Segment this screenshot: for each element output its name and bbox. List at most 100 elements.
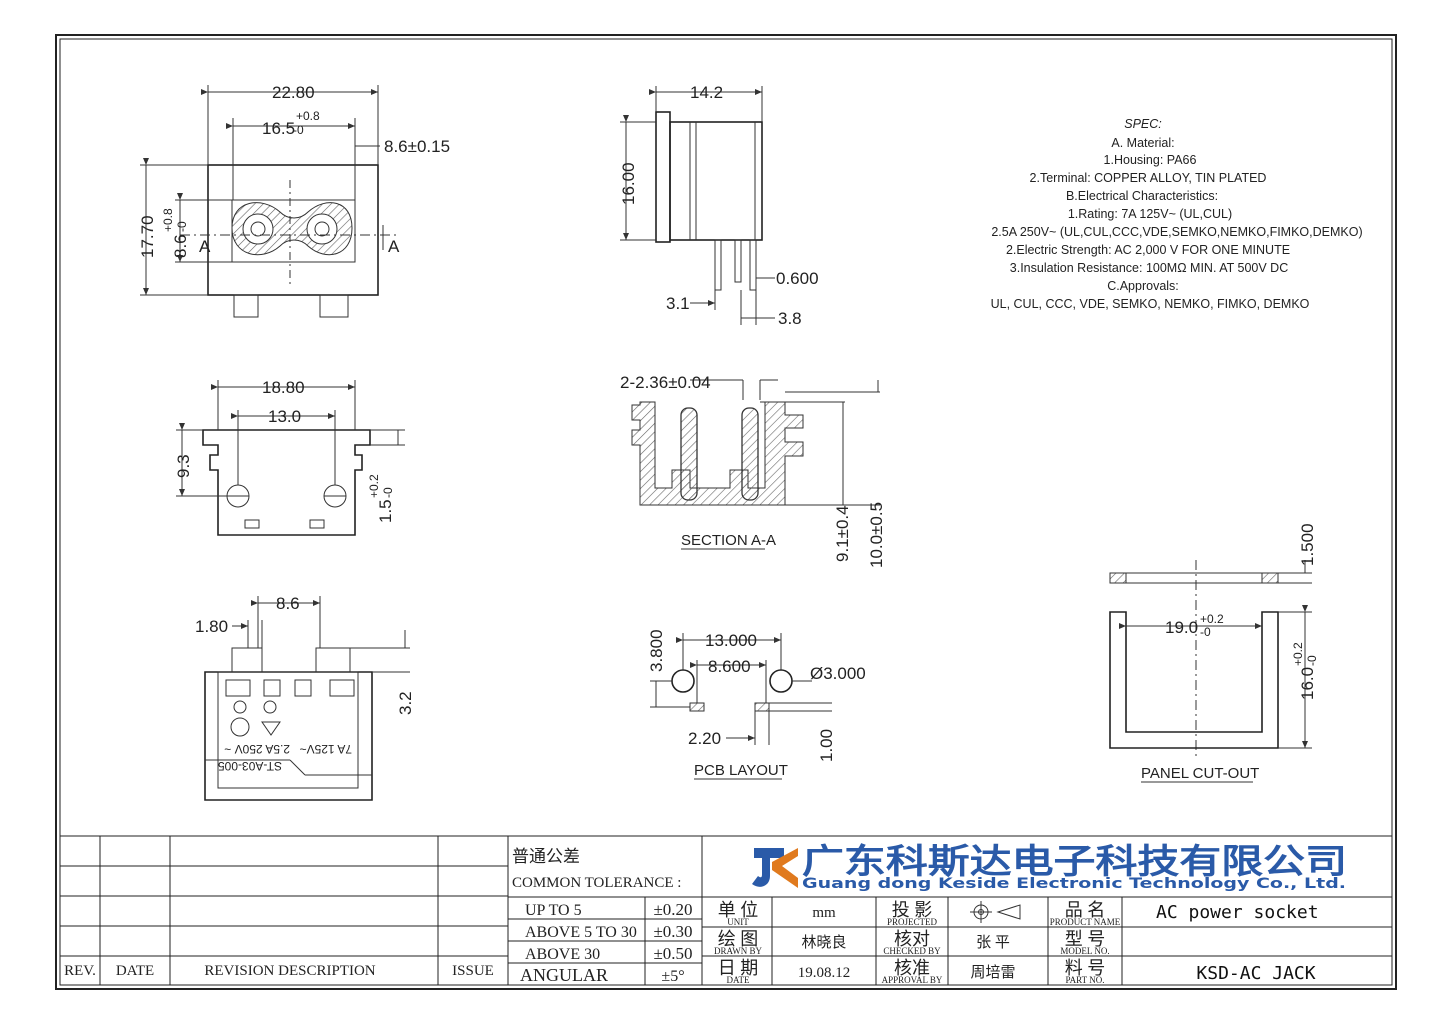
front-pin-span-tol-upper: +0.8 — [296, 109, 320, 123]
tolerance-value: ±0.20 — [653, 900, 692, 919]
projected-label-en: PROJECTED — [887, 917, 938, 927]
tolerance-title-cn: 普通公差 — [512, 847, 580, 866]
bottom-rating-low: 7A 125V~ — [300, 742, 352, 756]
approval-label-cn: 核准 — [894, 958, 930, 978]
section-pins-dim: 2-2.36±0.04 — [620, 373, 711, 392]
section-h2-dim: 10.0±0.5 — [867, 502, 886, 568]
pcb-v-dim: 3.800 — [647, 629, 666, 672]
front-pin-span-dim: 16.5 — [262, 119, 295, 138]
projected-label-cn: 投 影 — [892, 900, 933, 920]
approval-by-value: 周培雷 — [970, 964, 1015, 981]
product-name-value: AC power socket — [1156, 902, 1319, 923]
tolerance-value: ±0.50 — [653, 944, 692, 963]
pcb-pad-h-dim: 1.00 — [817, 729, 836, 762]
side-height-dim: 16.00 — [619, 162, 638, 205]
spec-line: B.Electrical Characteristics: — [1066, 189, 1218, 203]
section-view — [631, 379, 880, 506]
pcb-hole-dim: Ø3.000 — [810, 664, 866, 683]
pcb-pad-dim: 2.20 — [688, 729, 721, 748]
tolerance-range: ABOVE 5 TO 30 — [525, 924, 637, 941]
front-height-dim: 17.70 — [138, 215, 157, 258]
revision-description-header: REVISION DESCRIPTION — [204, 963, 375, 979]
unit-value: mm — [812, 905, 836, 921]
panel-cutout-view — [1109, 560, 1312, 760]
tolerance-range: ABOVE 30 — [525, 946, 600, 963]
section-h1-dim: 9.1±0.4 — [833, 505, 852, 562]
pcb-caption: PCB LAYOUT — [694, 762, 788, 779]
tolerance-range: UP TO 5 — [525, 902, 582, 919]
panel-width-tol-lower: -0 — [1200, 625, 1211, 639]
panel-height-tol-lower: -0 — [1305, 655, 1319, 666]
sheet-border — [55, 34, 1397, 990]
projection-symbol-icon — [970, 901, 1021, 923]
panel-width-dim: 19.0 — [1165, 618, 1198, 637]
front-slot-tol-lower: -0 — [175, 221, 189, 232]
spec-line: 2.Electric Strength: AC 2,000 V FOR ONE … — [1006, 243, 1290, 257]
section-mark-right: A — [388, 237, 400, 256]
tolerance-value: ±5° — [661, 968, 684, 985]
top-width-dim: 18.80 — [262, 378, 305, 397]
checked-by-value: 张 平 — [976, 934, 1010, 951]
pcb-pitch-dim: 8.600 — [708, 657, 751, 676]
tolerance-value: ±0.30 — [653, 922, 692, 941]
top-tab-tol-lower: -0 — [381, 487, 395, 498]
front-right-width-dim: 8.6±0.15 — [384, 137, 450, 156]
top-height-dim: 9.3 — [174, 454, 193, 478]
spec-title: SPEC: — [1124, 117, 1162, 131]
side-pin-length-dim: 3.8 — [778, 309, 802, 328]
approval-label-en: APPROVAL BY — [882, 975, 943, 985]
top-inner-dim: 13.0 — [268, 407, 301, 426]
date-header: DATE — [116, 963, 154, 979]
unit-label-cn: 单 位 — [718, 900, 759, 920]
company-logo-icon — [752, 848, 798, 888]
date-value: 19.08.12 — [798, 965, 851, 981]
spec-line: 1.Rating: 7A 125V~ (UL,CUL) — [1068, 207, 1232, 221]
drawn-label-en: DRAWN BY — [714, 946, 763, 956]
side-pin-offset-dim: 3.1 — [666, 294, 690, 313]
front-view — [140, 85, 400, 318]
company-name-cn: 广东科斯达电子科技有限公司 — [802, 842, 1347, 882]
front-slot-tol-upper: +0.8 — [161, 208, 175, 232]
model-label-en: MODEL NO. — [1060, 946, 1109, 956]
pcb-span-dim: 13.000 — [705, 631, 757, 650]
part-label-cn: 料 号 — [1065, 958, 1106, 978]
drawn-by-value: 林晓良 — [801, 934, 846, 951]
front-pin-span-tol-lower: -0 — [293, 123, 304, 137]
rev-header: REV. — [64, 963, 96, 979]
top-tab-tol-upper: +0.2 — [367, 474, 381, 498]
company-name-en: Guang dong Keside Electronic Technology … — [802, 876, 1346, 892]
title-block-grid — [60, 835, 1392, 985]
issue-header: ISSUE — [452, 963, 494, 979]
section-caption: SECTION A-A — [681, 532, 776, 549]
panel-caption: PANEL CUT-OUT — [1141, 765, 1259, 782]
top-tab-dim: 1.5 — [376, 499, 395, 523]
front-slot-height-dim: 8.6 — [171, 234, 190, 258]
side-depth-dim: 14.2 — [690, 83, 723, 102]
bottom-pin-width-dim: 1.80 — [195, 617, 228, 636]
tolerance-range: ANGULAR — [520, 965, 608, 985]
spec-line: A. Material: — [1111, 136, 1174, 150]
spec-line: 1.Housing: PA66 — [1104, 153, 1197, 167]
checked-label-en: CHECKED BY — [883, 946, 941, 956]
pcb-layout-view — [650, 633, 832, 745]
spec-line: UL, CUL, CCC, VDE, SEMKO, NEMKO, FIMKO, … — [991, 297, 1310, 311]
top-view — [176, 380, 405, 536]
bottom-model-mark: ST-A03-005 — [218, 759, 282, 773]
model-label-cn: 型 号 — [1065, 929, 1106, 949]
panel-width-tol-upper: +0.2 — [1200, 612, 1224, 626]
panel-height-dim: 16.0 — [1298, 667, 1317, 700]
spec-line: C.Approvals: — [1107, 279, 1179, 293]
product-label-en: PRODUCT NAME — [1050, 917, 1121, 927]
panel-thickness-dim: 1.500 — [1298, 523, 1317, 566]
date-label-cn: 日 期 — [718, 958, 759, 978]
part-label-en: PART NO. — [1066, 975, 1105, 985]
tolerance-title-en: COMMON TOLERANCE : — [512, 875, 681, 891]
bottom-pin-height-dim: 3.2 — [396, 691, 415, 715]
drawn-label-cn: 绘 图 — [718, 929, 759, 949]
unit-label-en: UNIT — [727, 917, 749, 927]
side-view — [620, 86, 775, 325]
panel-height-tol-upper: +0.2 — [1291, 642, 1305, 666]
checked-label-cn: 核对 — [894, 929, 930, 949]
bottom-pitch-dim: 8.6 — [276, 594, 300, 613]
